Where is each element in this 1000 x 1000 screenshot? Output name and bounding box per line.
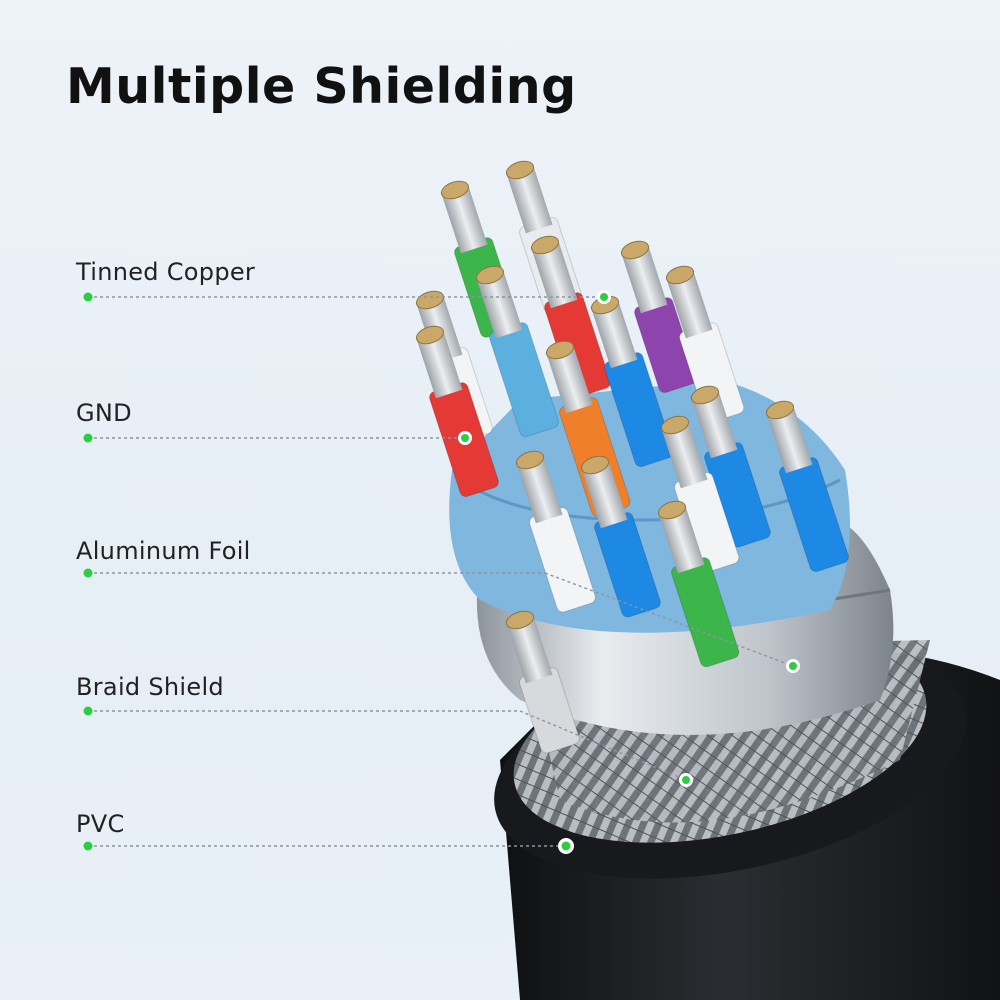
copper-strand-end [665,265,695,285]
conductor-4 [665,265,745,423]
conductor-11 [765,400,849,573]
dot-tinned-copper [83,292,93,302]
copper-strands [621,245,668,314]
conductor-6 [475,265,559,438]
dot-pvc [83,841,93,851]
label-pvc: PVC [76,810,125,838]
conductor-insulation [489,322,559,438]
label-gnd: GND [76,399,132,427]
copper-strands [666,270,713,339]
conductor-15 [657,500,740,668]
dot-aluminum-foil [83,568,93,578]
dot-gnd [83,433,93,443]
copper-strands [546,345,593,414]
copper-strand-end [580,455,610,475]
conductor-bundle [415,160,849,754]
label-dots [83,290,800,854]
leader-lines [88,296,794,847]
conductor-12 [660,415,740,573]
copper-strand-end [440,180,470,200]
copper-strands [591,300,638,369]
copper-strands [506,165,553,234]
copper-strand-end [415,290,445,310]
copper-strands [416,330,463,399]
copper-strands [516,455,563,524]
copper-strands [691,390,738,459]
copper-strands [661,420,708,489]
copper-strand-end [505,610,535,630]
copper-strands [476,270,523,339]
label-aluminum-foil: Aluminum Foil [76,537,251,565]
dot-braid-shield [83,706,93,716]
copper-strand-end [475,265,505,285]
copper-strands [441,185,488,254]
conductor-16 [505,610,580,754]
copper-strand-end [545,340,575,360]
conductor-14 [580,455,661,618]
label-tinned-copper: Tinned Copper [76,258,256,286]
copper-strand-end [690,385,720,405]
copper-strand-end [657,500,687,520]
conductor-10 [690,385,771,548]
copper-strands [506,615,553,684]
copper-strand-end [515,450,545,470]
copper-strand-end [505,160,535,180]
copper-strand-end [765,400,795,420]
copper-strands [581,460,628,529]
conductor-2 [530,235,611,398]
copper-strands [531,240,578,309]
copper-strand-end [530,235,560,255]
page-title: Multiple Shielding [66,58,577,115]
copper-strands [766,405,813,474]
label-braid-shield: Braid Shield [76,673,224,701]
copper-strand-end [620,240,650,260]
copper-strand-end [660,415,690,435]
copper-strands [658,505,705,574]
copper-strand-end [415,325,445,345]
